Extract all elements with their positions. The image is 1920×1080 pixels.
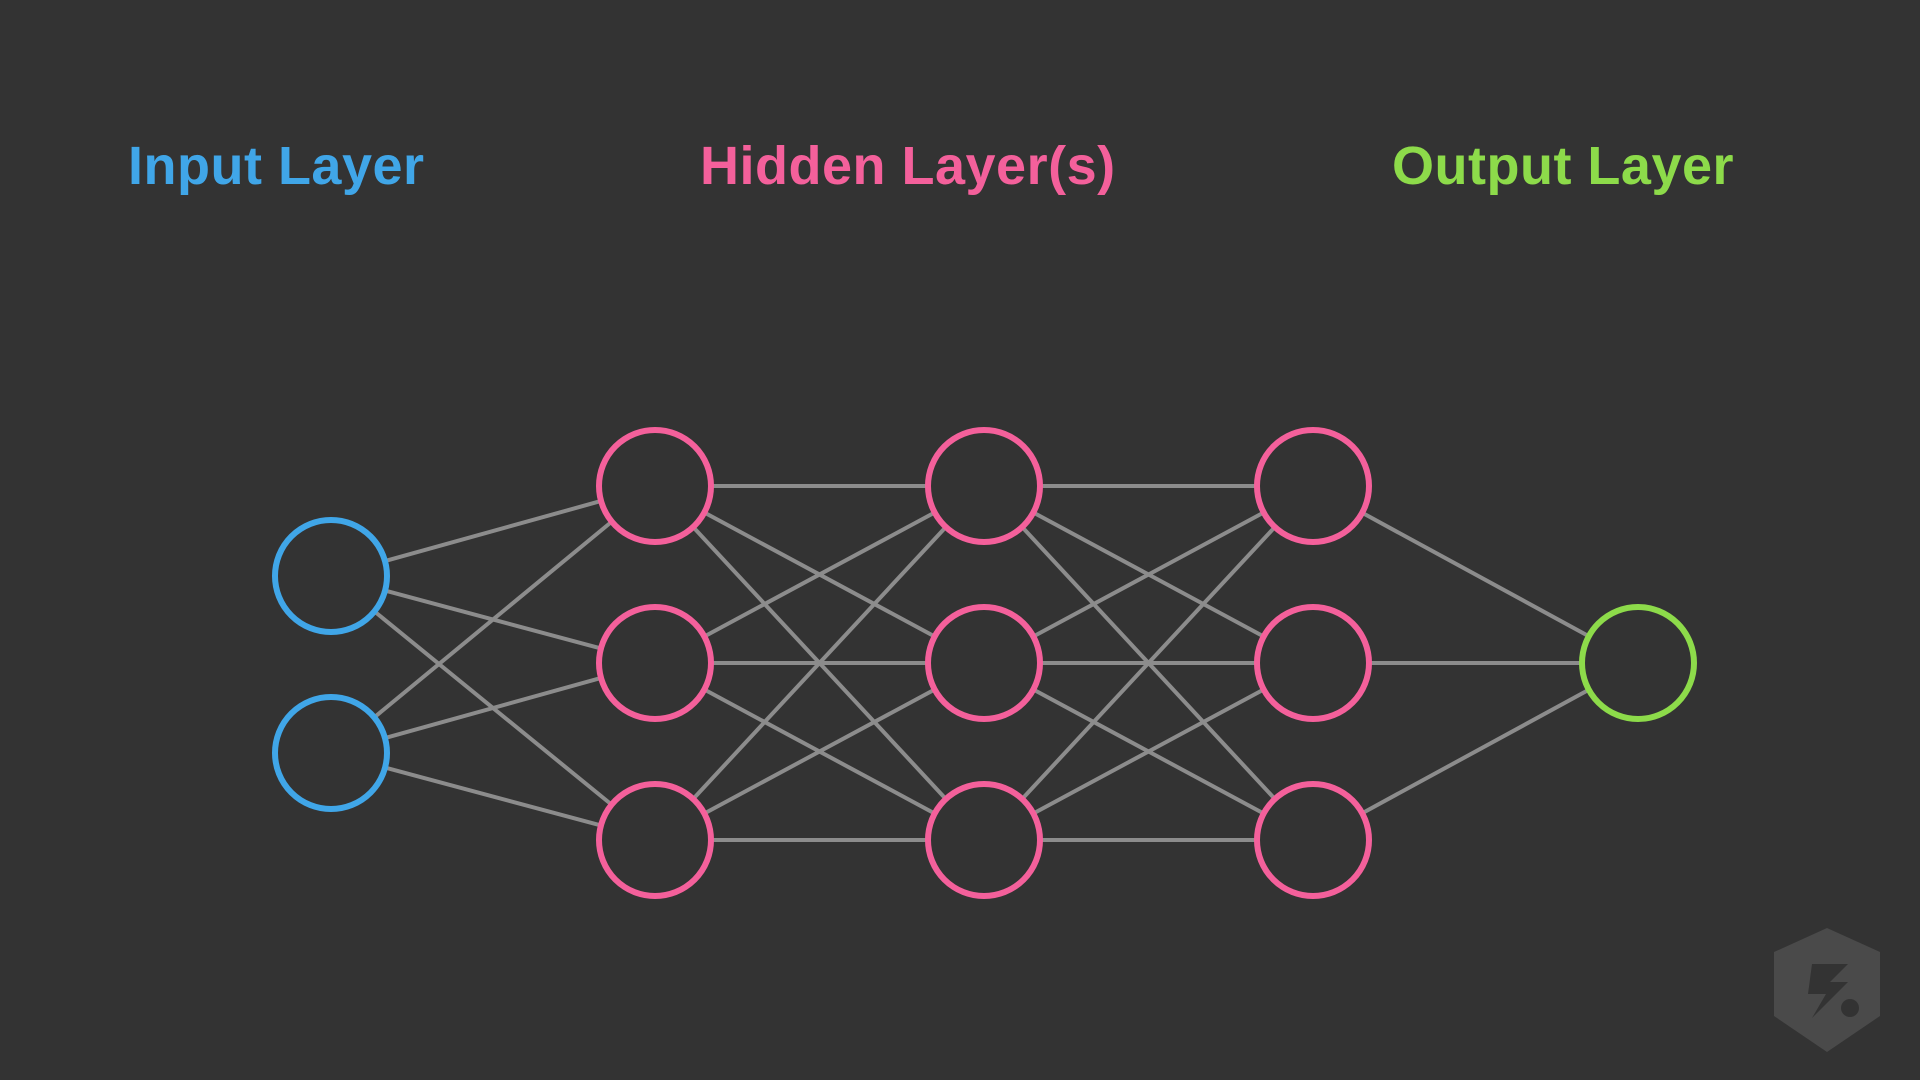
- edge-h1_2-h2_1: [702, 510, 937, 639]
- edge-i2-h1_3: [383, 765, 603, 828]
- edge-h1_3-h2_2: [702, 687, 937, 816]
- node-i1: [272, 517, 390, 635]
- node-h2_1: [925, 427, 1043, 545]
- node-h1_3: [596, 781, 714, 899]
- layer-label-hidden: Hidden Layer(s): [700, 136, 1116, 196]
- edge-i1-h1_1: [382, 498, 604, 564]
- node-i2: [272, 694, 390, 812]
- layer-label-input: Input Layer: [128, 136, 425, 196]
- layer-label-output: Output Layer: [1392, 136, 1735, 196]
- edges-group: [372, 484, 1591, 842]
- edge-h3_3-o1: [1360, 687, 1591, 816]
- edge-h2_3-h3_1: [1020, 525, 1277, 801]
- node-h3_2: [1254, 604, 1372, 722]
- nodes-group: [272, 427, 1697, 899]
- edge-h3_1-o1: [1360, 510, 1591, 639]
- edge-h2_2-h3_1: [1031, 510, 1266, 639]
- node-h2_2: [925, 604, 1043, 722]
- node-h2_3: [925, 781, 1043, 899]
- node-h1_1: [596, 427, 714, 545]
- edge-h1_3-h2_1: [691, 525, 948, 801]
- node-o1: [1579, 604, 1697, 722]
- edge-i2-h1_1: [372, 519, 614, 720]
- node-h3_1: [1254, 427, 1372, 545]
- node-h1_2: [596, 604, 714, 722]
- node-h3_3: [1254, 781, 1372, 899]
- edge-i2-h1_2: [382, 675, 604, 741]
- edge-h2_3-h3_2: [1031, 687, 1266, 816]
